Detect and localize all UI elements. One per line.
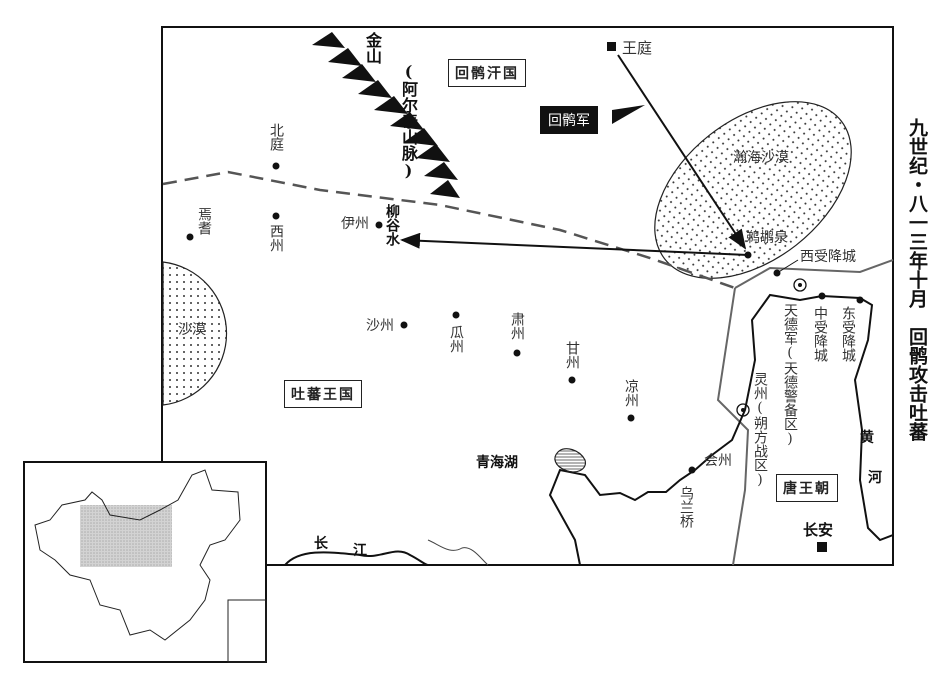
place-tiande: 天德军(天德警备区) <box>782 303 798 447</box>
uighur-tibet-border <box>162 170 736 290</box>
place-yanqi: 焉耆 <box>196 207 212 235</box>
place-guazhou: 瓜州 <box>448 325 464 353</box>
map-title: 九世纪・八一三年十月 回鹘攻击吐蕃 <box>906 118 928 441</box>
place-huizhou: 会州 <box>704 453 732 469</box>
map-frame <box>161 26 894 566</box>
qinghai-lake <box>554 448 587 473</box>
altai-mountains-icon <box>312 32 460 198</box>
state-label-tibet: 吐蕃王国 <box>284 380 362 408</box>
attack-arrow-west <box>400 232 749 256</box>
desert-hanhai: 瀚海沙漠 <box>733 150 789 166</box>
state-label-uighur: 回鹘汗国 <box>448 59 526 87</box>
place-shazhou: 沙州 <box>366 318 394 334</box>
river-yellow-2: 河 <box>868 470 882 486</box>
place-wangting: 王庭 <box>622 39 653 57</box>
inset-highlight <box>80 505 172 567</box>
place-ganzhou: 甘州 <box>564 341 580 369</box>
place-zhongshou: 中受降城 <box>812 306 828 362</box>
west-desert <box>162 261 228 406</box>
hanhai-desert <box>654 101 852 279</box>
attack-arrow-south <box>617 54 747 250</box>
inset-south-sea <box>227 599 267 663</box>
place-suzhou: 肃州 <box>509 312 525 340</box>
river-liugu: 柳谷水 <box>384 204 400 246</box>
inset-china-outline <box>34 469 241 641</box>
yangtze-river <box>284 550 429 566</box>
tang-border <box>716 259 894 566</box>
lake-qinghai: 青海湖 <box>476 455 518 471</box>
place-wulanqiao: 乌兰桥 <box>678 486 694 528</box>
place-xishou: 西受降城 <box>800 249 856 265</box>
place-beiting: 北庭 <box>268 123 284 151</box>
river-yangtze-1: 长 <box>314 536 328 552</box>
mountain-alt-name: (阿尔泰山脉) <box>399 62 418 180</box>
desert-west: 沙漠 <box>178 322 206 338</box>
place-changan: 长安 <box>803 521 834 539</box>
minor-river <box>427 539 489 566</box>
place-dongshou: 东受降城 <box>840 306 856 362</box>
wangting-marker <box>607 42 616 51</box>
place-xizhou: 西州 <box>268 224 284 252</box>
river-yellow-1: 黄 <box>860 430 874 446</box>
changan-marker <box>817 542 827 552</box>
place-lingzhou: 灵州(朔方战区) <box>752 372 768 488</box>
garrison-markers <box>736 278 807 417</box>
mountain-name: 金山 <box>363 32 382 64</box>
river-yangtze-2: 江 <box>353 543 367 559</box>
place-liangzhou: 凉州 <box>623 379 639 407</box>
army-pointer <box>612 105 645 124</box>
place-yizhou: 伊州 <box>341 216 369 232</box>
city-dots <box>186 162 864 474</box>
inset-frame <box>23 461 267 663</box>
army-label: 回鹘军 <box>540 106 598 134</box>
place-tihuquan: 鹈鹕泉 <box>746 230 788 246</box>
state-label-tang: 唐王朝 <box>776 474 838 502</box>
